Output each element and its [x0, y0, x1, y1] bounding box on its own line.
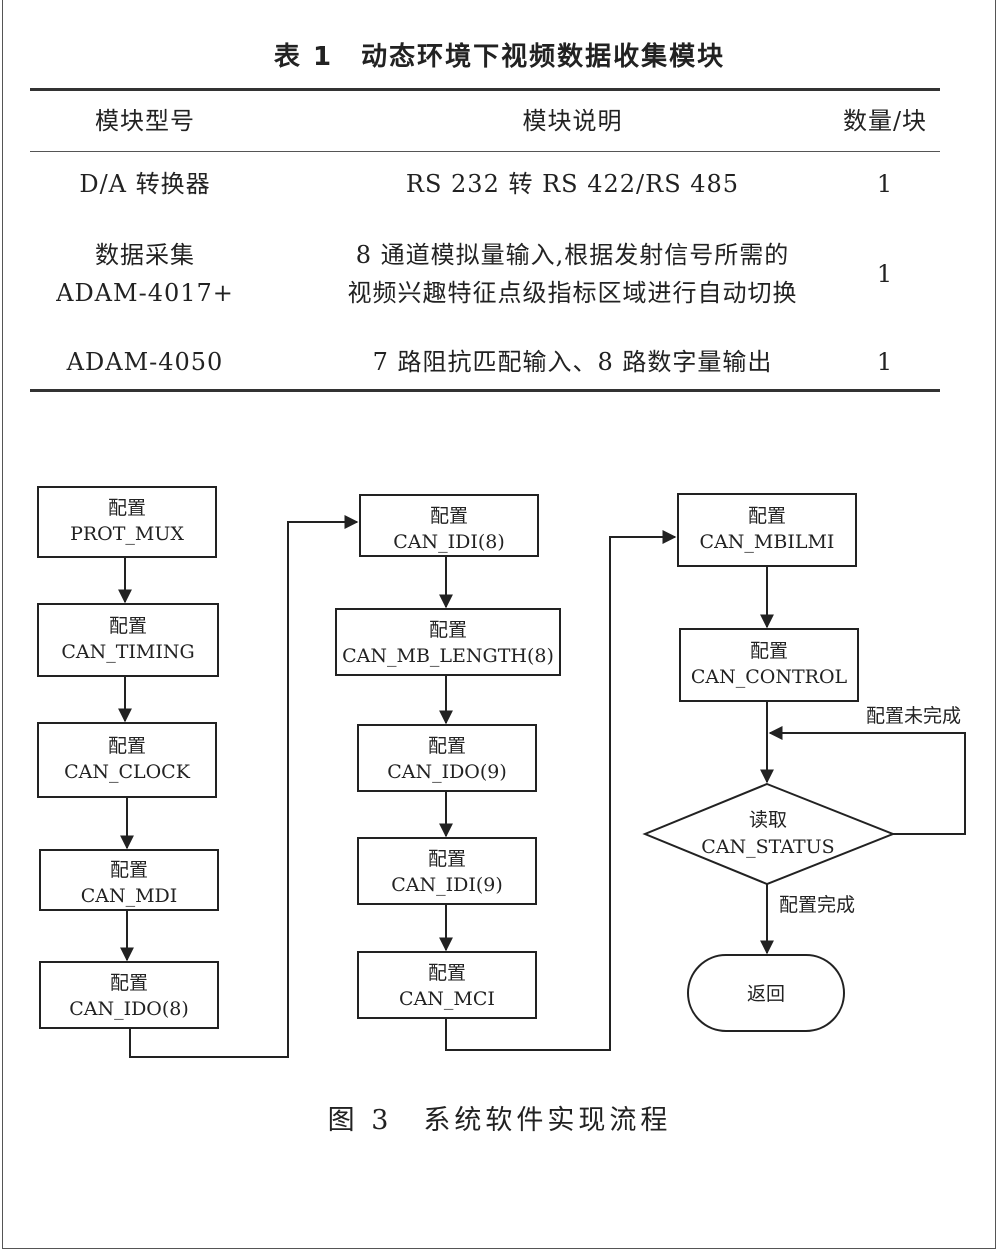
box-label: CAN_MBILMI — [700, 531, 835, 553]
box-label: 配置 — [428, 735, 466, 757]
table-cell-model: ADAM-4017+ — [56, 279, 234, 307]
box-label: CAN_IDI(9) — [391, 874, 503, 896]
table-cell-model: 数据采集 — [95, 241, 195, 269]
box-label: 配置 — [109, 615, 147, 637]
box-label: 配置 — [110, 859, 148, 881]
box-label: CAN_CLOCK — [64, 761, 191, 783]
box-label: 配置 — [110, 972, 148, 994]
loop-label: 配置未完成 — [866, 705, 961, 727]
table-cell-quantity: 1 — [876, 260, 894, 288]
box-label: CAN_IDO(8) — [69, 998, 189, 1020]
box-label: CAN_MCI — [399, 988, 495, 1010]
decision-label: CAN_STATUS — [701, 836, 834, 858]
decision-diamond: 读取 CAN_STATUS — [642, 782, 896, 886]
box-label: 配置 — [108, 497, 146, 519]
process-box: 配置 CAN_MDI — [39, 849, 219, 911]
flow-connector — [445, 530, 677, 1051]
box-label: CAN_IDI(8) — [393, 531, 505, 553]
box-label: PROT_MUX — [70, 523, 184, 545]
box-label: CAN_TIMING — [61, 641, 194, 663]
process-box: 配置 PROT_MUX — [37, 486, 217, 558]
box-label: 配置 — [748, 505, 786, 527]
box-label: 配置 — [108, 735, 146, 757]
figure-caption: 图 3 系统软件实现流程 — [327, 1105, 672, 1136]
box-label: 配置 — [430, 505, 468, 527]
process-box: 配置 CAN_MCI — [357, 951, 537, 1019]
box-label: 配置 — [428, 848, 466, 870]
box-label: CAN_CONTROL — [691, 666, 848, 688]
table-header-description: 模块说明 — [522, 107, 623, 135]
box-label: 配置 — [428, 962, 466, 984]
done-label: 配置完成 — [779, 894, 855, 916]
loop-arrow — [768, 726, 966, 835]
process-box: 配置 CAN_CONTROL — [679, 628, 859, 702]
table-top-rule — [30, 88, 940, 91]
table-header-quantity: 数量/块 — [842, 107, 928, 135]
terminal-label: 返回 — [747, 983, 785, 1005]
flowchart: 配置 PROT_MUX 配置 CAN_TIMING 配置 CAN_CLOCK 配… — [37, 486, 966, 1058]
table-cell-description: 8 通道模拟量输入,根据发射信号所需的 — [355, 241, 790, 269]
table-cell-quantity: 1 — [876, 170, 894, 198]
process-box: 配置 CAN_IDI(8) — [359, 494, 539, 557]
table-title: 表 1 动态环境下视频数据收集模块 — [273, 42, 726, 72]
box-label: 配置 — [429, 619, 467, 641]
table-cell-model: ADAM-4050 — [66, 348, 224, 376]
box-label: 配置 — [750, 640, 788, 662]
decision-label: 读取 — [749, 809, 787, 831]
flow-connector — [129, 515, 359, 1058]
process-box: 配置 CAN_TIMING — [37, 603, 219, 677]
table-cell-description: 视频兴趣特征点级指标区域进行自动切换 — [347, 279, 798, 307]
process-box: 配置 CAN_IDO(9) — [357, 724, 537, 792]
table-cell-model: D/A 转换器 — [79, 170, 211, 198]
table-cell-description: RS 232 转 RS 422/RS 485 — [405, 170, 740, 198]
table-header-model: 模块型号 — [95, 107, 195, 135]
process-box: 配置 CAN_IDI(9) — [357, 837, 537, 905]
table-header-rule — [30, 151, 940, 152]
table-bottom-rule — [30, 389, 940, 392]
table-cell-quantity: 1 — [876, 348, 894, 376]
box-label: CAN_IDO(9) — [387, 761, 507, 783]
process-box: 配置 CAN_IDO(8) — [39, 961, 219, 1029]
box-label: CAN_MB_LENGTH(8) — [342, 645, 554, 667]
table-cell-description: 7 路阻抗匹配输入、8 路数字量输出 — [372, 348, 773, 376]
box-label: CAN_MDI — [81, 885, 178, 907]
process-box: 配置 CAN_CLOCK — [37, 722, 217, 798]
process-box: 配置 CAN_MBILMI — [677, 493, 857, 567]
terminal-node: 返回 — [687, 954, 845, 1032]
process-box: 配置 CAN_MB_LENGTH(8) — [335, 608, 561, 676]
